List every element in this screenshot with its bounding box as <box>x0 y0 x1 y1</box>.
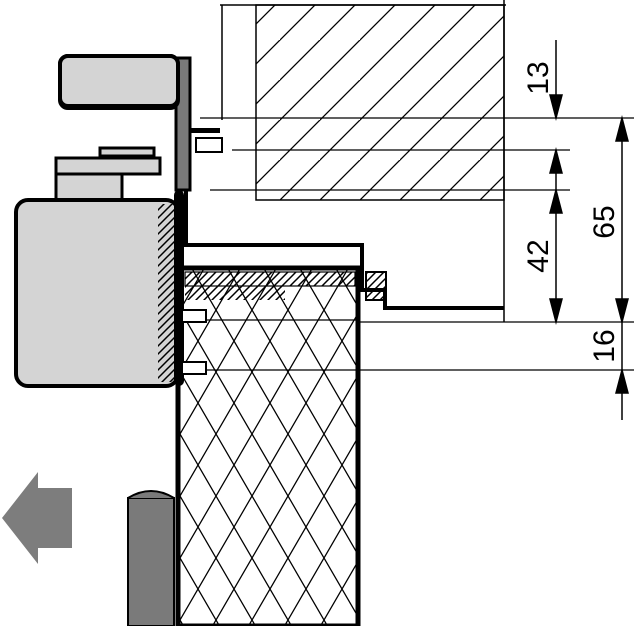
dimension-lines <box>549 40 629 420</box>
door-closer-upper-body <box>54 54 180 202</box>
wall-lintel <box>220 0 506 322</box>
dimension-42-label: 42 <box>522 239 555 272</box>
dimension-16-label: 16 <box>588 329 621 362</box>
dimension-65-label: 65 <box>588 205 621 238</box>
dimension-13-label: 13 <box>522 61 555 94</box>
mounting-plate <box>174 56 223 192</box>
door-closer-lower-body <box>14 190 207 388</box>
hinge-pin <box>127 490 175 626</box>
door-frame-profile <box>184 190 504 310</box>
opening-direction-arrow-icon <box>2 472 72 564</box>
door-leaf <box>175 265 361 626</box>
